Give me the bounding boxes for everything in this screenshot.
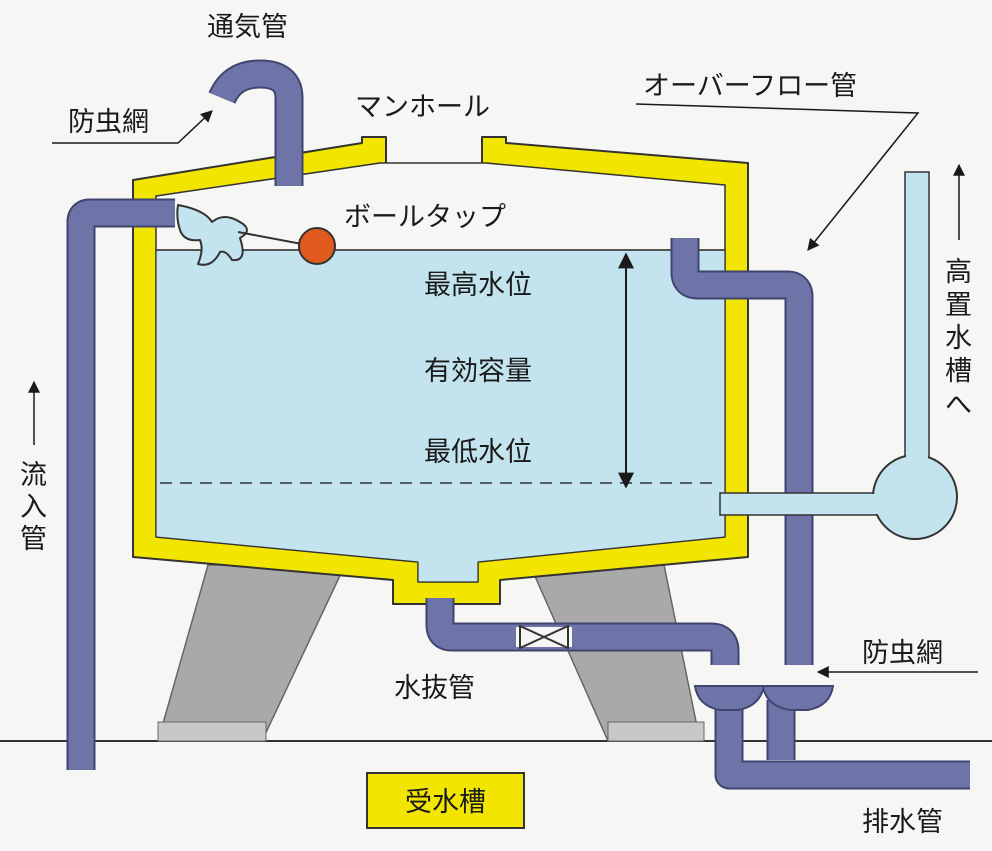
overflow-leader <box>635 103 920 251</box>
support-leg-left <box>157 564 347 742</box>
ball-tap-arm <box>237 231 303 245</box>
insect-screen-top-leader <box>52 110 213 144</box>
label-to-elevated-tank-char: へ <box>945 390 972 421</box>
label-ball-tap: ボールタップ <box>344 202 506 233</box>
label-to-elevated-tank-char: 水 <box>945 323 972 354</box>
label-to-elevated-tank: 高 置 水 槽 へ <box>945 257 972 421</box>
supply-pipe-vertical <box>904 171 930 473</box>
ball-tap-valve <box>176 204 248 266</box>
label-drain-valve-pipe: 水抜管 <box>394 673 475 704</box>
valve-icon <box>516 625 572 649</box>
label-overflow-pipe: オーバーフロー管 <box>643 71 857 102</box>
tank-water <box>155 249 726 583</box>
label-vent-pipe: 通気管 <box>207 12 288 43</box>
support-leg-right-base <box>607 721 705 742</box>
label-to-elevated-tank-char: 高 <box>945 257 972 288</box>
label-inflow-pipe: 流 入 管 <box>20 460 47 555</box>
label-manhole: マンホール <box>355 92 490 123</box>
label-inflow-pipe-char: 管 <box>20 524 47 555</box>
label-insect-screen-bottom: 防虫網 <box>862 638 943 669</box>
label-max-level: 最高水位 <box>424 270 532 301</box>
label-insect-screen-top: 防虫網 <box>68 107 149 138</box>
label-effective-capacity: 有効容量 <box>424 356 532 387</box>
label-inflow-pipe-char: 入 <box>20 492 47 523</box>
label-inflow-pipe-char: 流 <box>20 460 47 491</box>
title-label: 受水槽 <box>405 787 486 818</box>
label-to-elevated-tank-char: 槽 <box>945 356 972 387</box>
float-ball-icon <box>298 227 336 265</box>
supply-pump-sphere <box>872 454 958 540</box>
pipes <box>66 59 970 790</box>
support-leg-left-base <box>157 721 267 742</box>
title-box <box>366 772 525 829</box>
label-min-level: 最低水位 <box>424 437 532 468</box>
label-drain-pipe: 排水管 <box>862 807 943 838</box>
drain-funnel-left <box>693 685 766 711</box>
drain-funnel-right <box>761 685 835 711</box>
label-to-elevated-tank-char: 置 <box>945 290 972 321</box>
support-leg-right <box>528 564 701 742</box>
